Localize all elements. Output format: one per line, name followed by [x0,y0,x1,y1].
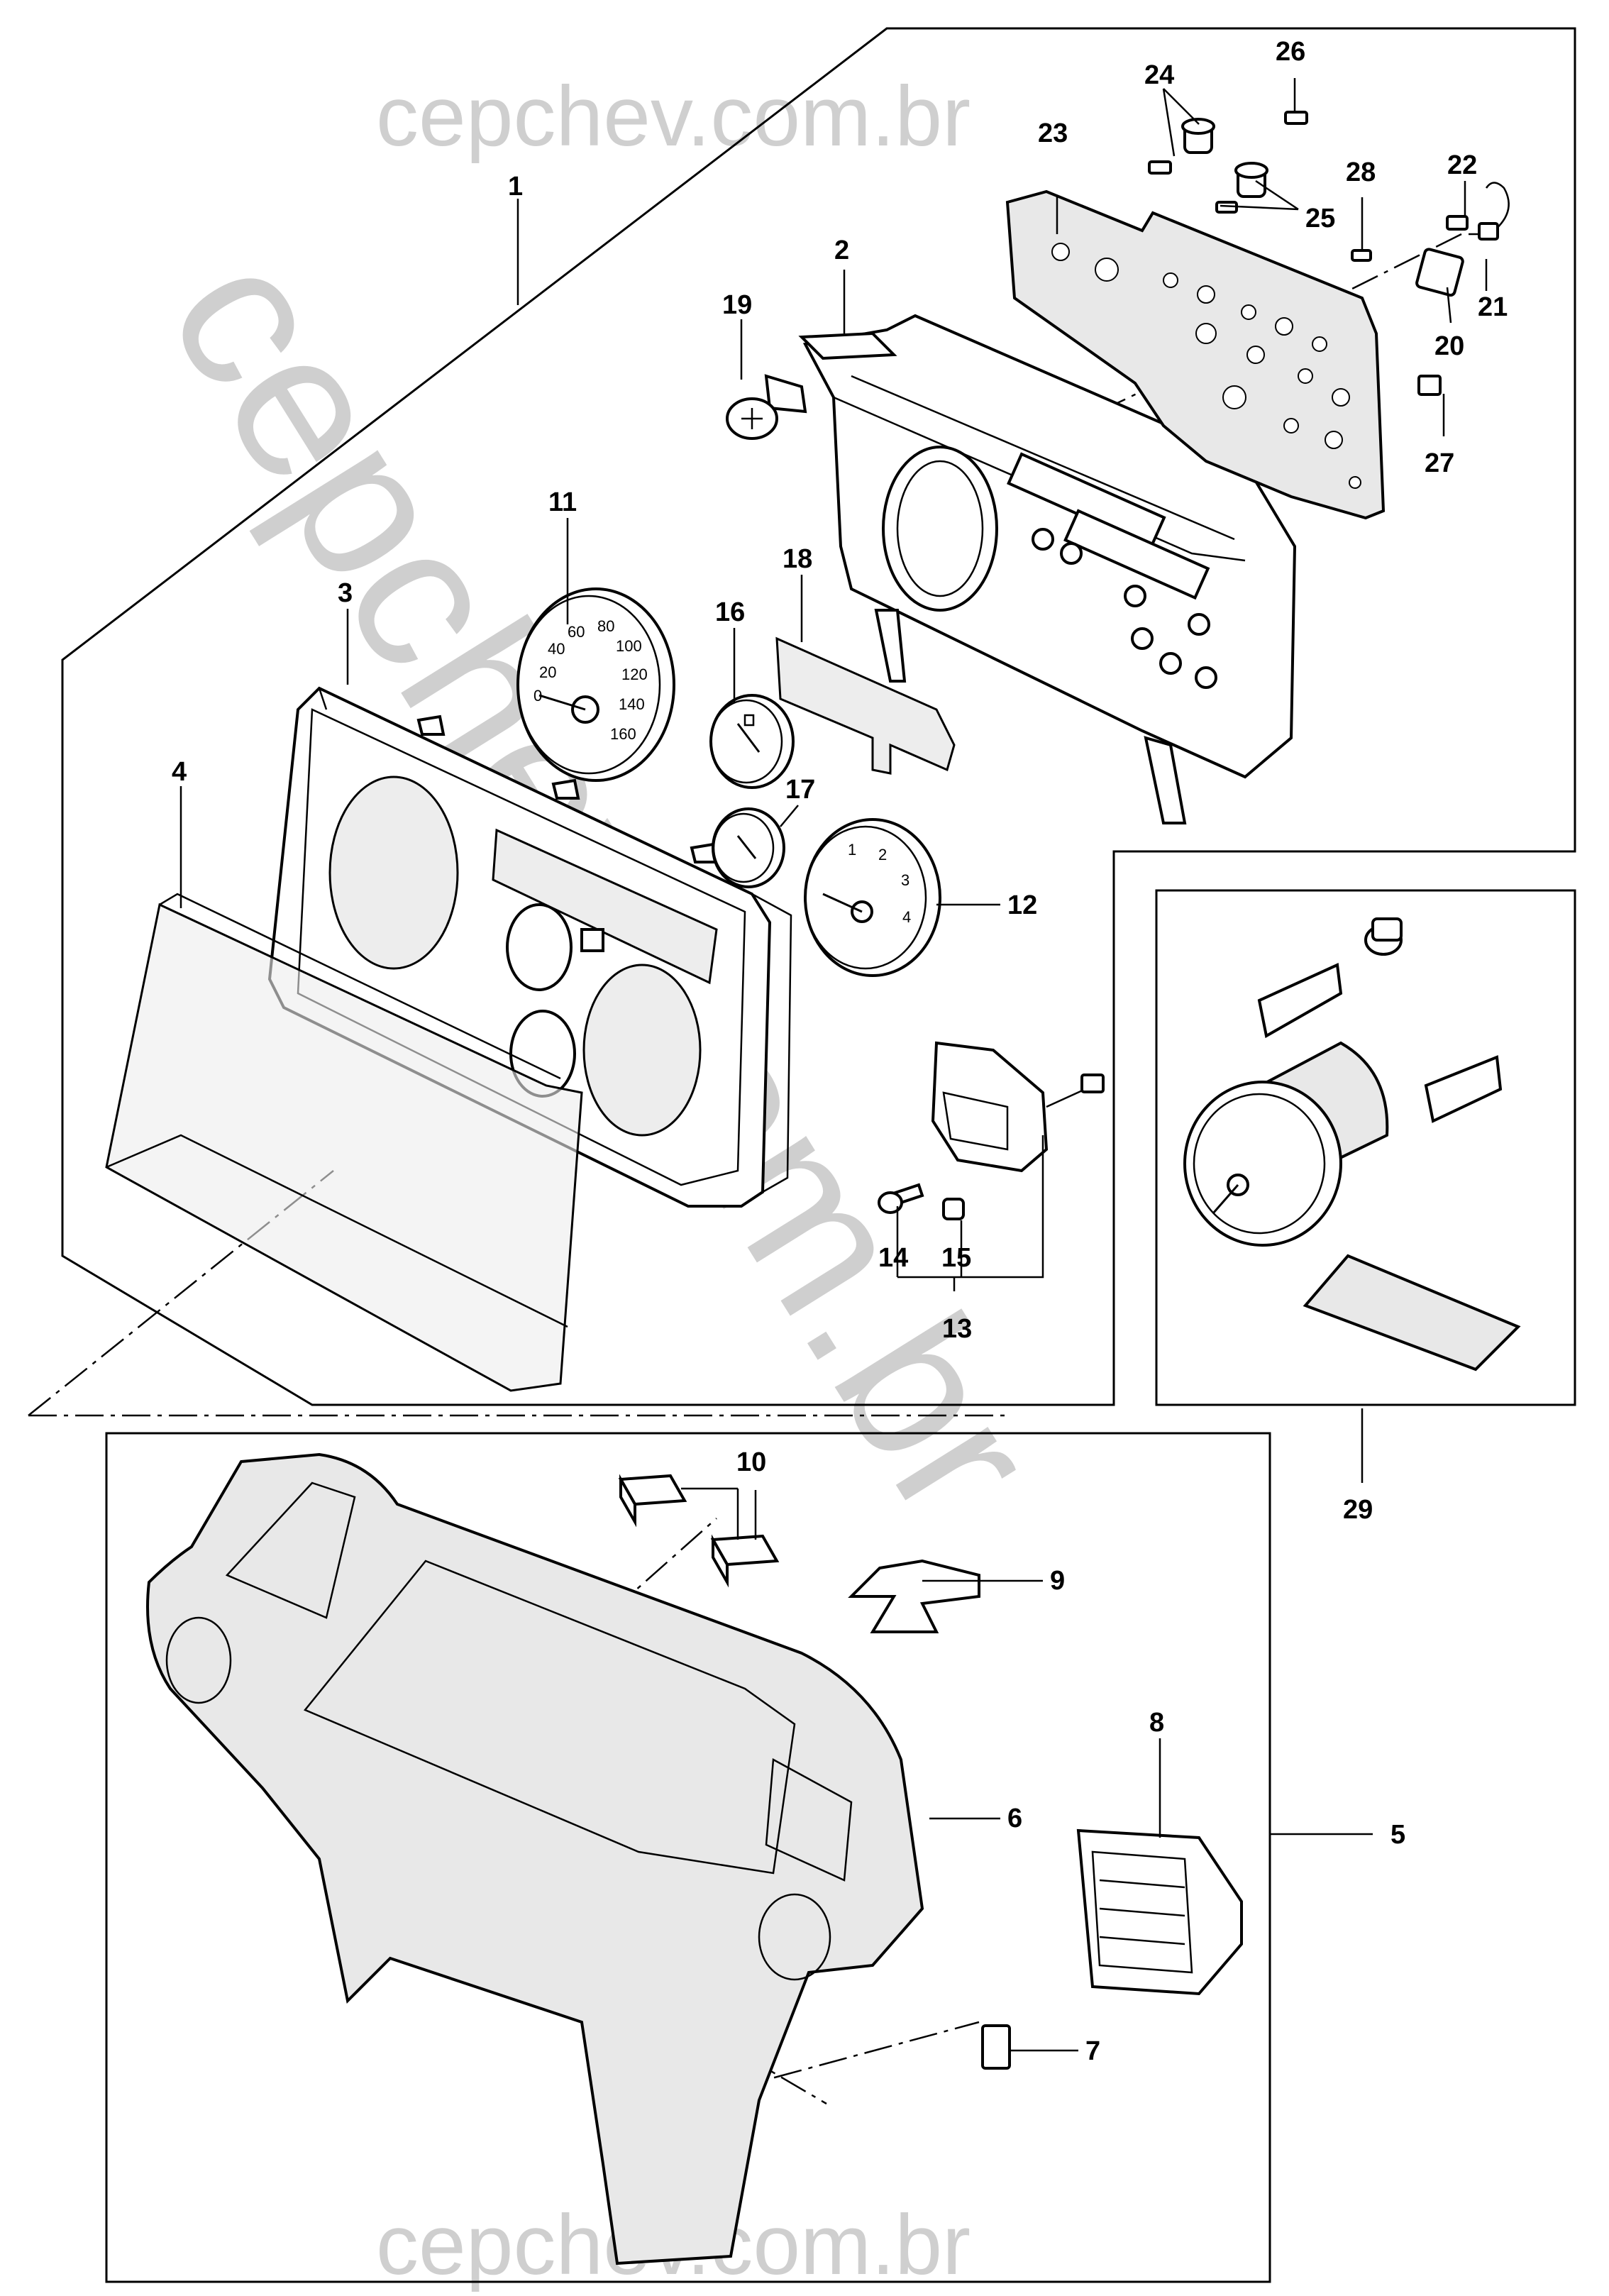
callout-24: 24 [1144,60,1174,90]
alignment-line [28,1170,334,1416]
callout-4: 4 [172,757,187,787]
panel-5-box [105,1432,1271,2283]
speedometer-scale-20: 20 [539,663,556,681]
tachometer-scale-3: 3 [901,871,909,889]
callout-25: 25 [1305,204,1335,233]
callout-20: 20 [1434,331,1464,361]
tachometer-scale-2: 2 [878,846,887,863]
bulb-15 [942,1198,965,1220]
callout-23: 23 [1038,118,1068,148]
gauge-kit [1183,917,1521,1371]
speedometer: 0 20 40 60 80 100 120 140 160 [516,587,675,782]
speedometer-scale-60: 60 [568,623,585,641]
callout-26: 26 [1276,37,1305,67]
callout-28: 28 [1346,158,1376,187]
speedometer-scale-140: 140 [619,695,645,713]
cluster-lens [105,893,583,1392]
callout-6: 6 [1007,1804,1022,1833]
bulb-socket [1234,162,1268,198]
instrument-panel [146,1452,924,2265]
callout-3: 3 [338,578,353,608]
light-guide [775,636,956,775]
speedometer-scale-0: 0 [533,687,542,705]
callout-12: 12 [1007,890,1037,920]
callout-27: 27 [1425,448,1454,478]
pad-10 [618,1474,780,1588]
speedometer-scale-80: 80 [597,617,614,635]
callout-10: 10 [736,1447,766,1477]
connector [1415,182,1510,297]
tachometer: 1 2 3 4 [804,818,941,977]
tachometer-scale-1: 1 [848,841,856,859]
tachometer-scale-4: 4 [902,908,911,926]
callout-2: 2 [834,236,849,265]
bracket-9 [848,1559,980,1633]
speedometer-scale-100: 100 [616,637,642,655]
clip-7 [981,2024,1011,2070]
air-vent [1076,1828,1243,1996]
callout-7: 7 [1085,2036,1100,2066]
screw-14 [878,1183,924,1214]
callout-19: 19 [722,290,752,320]
cluster-bezel [267,686,792,1208]
callout-1: 1 [508,172,523,202]
assembly-1-outline [61,27,1576,1406]
callout-21: 21 [1478,292,1508,322]
callout-29: 29 [1343,1495,1373,1525]
callout-11: 11 [548,487,577,517]
circuit-board [1005,189,1386,520]
callout-17: 17 [785,775,815,805]
callout-13: 13 [942,1314,972,1344]
bulb-socket [1181,118,1215,154]
watermark-top: cepchev.com.br [376,69,971,164]
kit-29-box [1155,889,1576,1406]
temperature-gauge [712,807,785,888]
callout-14: 14 [878,1243,908,1273]
speedometer-scale-40: 40 [548,640,565,658]
callout-18: 18 [783,544,812,574]
callout-16: 16 [715,597,745,627]
gauge-unit [931,1041,1105,1173]
callout-22: 22 [1447,150,1477,180]
speedometer-scale-160: 160 [610,725,636,743]
speedometer-scale-120: 120 [621,666,648,683]
callout-8: 8 [1149,1708,1164,1738]
callout-9: 9 [1050,1566,1065,1596]
leader-lines [179,78,1488,2052]
fuel-gauge [709,694,795,789]
callout-5: 5 [1390,1820,1405,1850]
screw [1148,111,1469,396]
screw-19 [726,374,807,440]
callout-15: 15 [941,1243,971,1273]
